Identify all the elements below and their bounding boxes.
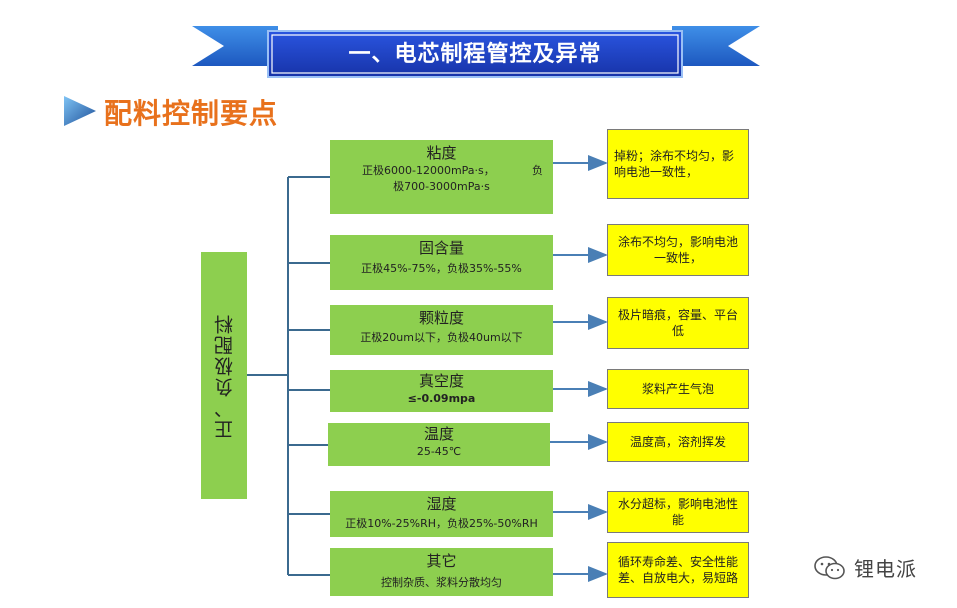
result-other: 循环寿命差、安全性能差、自放电大，易短路 <box>607 542 749 598</box>
param-name: 湿度 <box>426 495 457 513</box>
param-desc: 正极20um以下，负极40um以下 <box>360 331 523 344</box>
wechat-icon <box>814 555 845 579</box>
param-temperature: 温度 25-45℃ <box>328 423 550 466</box>
result-vacuum: 浆料产生气泡 <box>607 369 749 409</box>
param-name: 粘度 <box>426 144 457 162</box>
play-triangle-icon <box>64 96 96 126</box>
result-temperature: 温度高，溶剂挥发 <box>607 422 749 462</box>
param-desc: ≤-0.09mpa <box>407 392 476 405</box>
param-name: 其它 <box>426 552 457 570</box>
root-label: 正、负极配料 <box>213 312 236 439</box>
param-desc: 25-45℃ <box>416 445 462 458</box>
param-name: 固含量 <box>418 239 464 257</box>
param-viscosity: 粘度 正极6000-12000mPa·s， 负 极700-3000mPa·s <box>330 140 553 214</box>
watermark: 锂电派 <box>812 553 917 582</box>
result-humidity: 水分超标，影响电池性能 <box>607 491 749 533</box>
param-desc-tail: 负 <box>532 164 543 177</box>
result-particle-size: 极片暗痕，容量、平台低 <box>607 297 749 349</box>
param-desc: 正极10%-25%RH，负极25%-50%RH <box>345 517 538 530</box>
param-vacuum: 真空度 ≤-0.09mpa <box>330 370 553 412</box>
param-particle-size: 颗粒度 正极20um以下，负极40um以下 <box>330 305 553 355</box>
watermark-text: 锂电派 <box>854 557 917 581</box>
banner-plate <box>267 30 683 78</box>
param-desc: 正极45%-75%，负极35%-55% <box>361 262 522 275</box>
banner-graphic <box>192 26 760 78</box>
result-solid-content: 涂布不均匀，影响电池一致性， <box>607 224 749 276</box>
banner-ribbon-right <box>672 26 760 66</box>
param-humidity: 湿度 正极10%-25%RH，负极25%-50%RH <box>330 491 553 537</box>
param-name: 温度 <box>423 425 454 443</box>
root-node: 正、负极配料 <box>201 252 247 499</box>
param-desc: 正极6000-12000mPa·s， <box>362 164 495 177</box>
param-other: 其它 控制杂质、浆料分散均匀 <box>330 548 553 596</box>
param-desc-line2: 极700-3000mPa·s <box>393 180 490 193</box>
param-solid-content: 固含量 正极45%-75%，负极35%-55% <box>330 235 553 290</box>
param-name: 真空度 <box>418 372 464 390</box>
param-name: 颗粒度 <box>418 309 464 327</box>
param-desc: 控制杂质、浆料分散均匀 <box>381 576 502 589</box>
result-viscosity: 掉粉；涂布不均匀，影响电池一致性， <box>607 129 749 199</box>
banner-title: 一、电芯制程管控及异常 <box>348 42 602 67</box>
banner-ribbon-left <box>192 26 278 66</box>
section-subtitle: 配料控制要点 <box>104 97 279 130</box>
